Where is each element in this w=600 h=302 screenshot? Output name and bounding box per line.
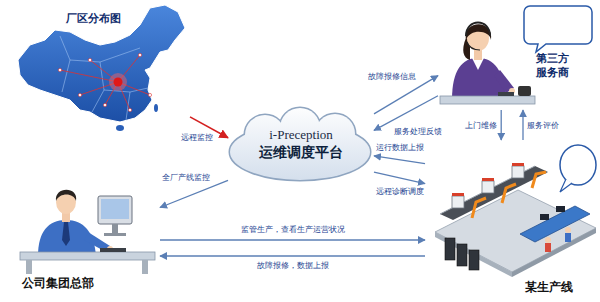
console-screen (540, 214, 549, 220)
hub-glow (109, 73, 127, 91)
connector-arrow (374, 76, 438, 114)
manager-hair (56, 190, 76, 201)
edge-label: 全厂产线监控 (161, 173, 211, 182)
connector-arrow (160, 180, 228, 207)
manager-head (56, 190, 76, 214)
headset (466, 23, 490, 37)
map-region: 厂区分布图 (8, 4, 190, 134)
machine (482, 181, 494, 193)
operator-figure (545, 237, 551, 243)
production-line-node: 某生产线 (425, 140, 597, 298)
machine-top (482, 178, 494, 181)
edge-label: 远程诊断调度 (375, 187, 425, 196)
province-line (60, 36, 70, 92)
desk (20, 252, 155, 260)
site-dot (128, 108, 131, 111)
control-console (520, 206, 590, 242)
site-dot (103, 103, 106, 106)
monitor-stand (112, 224, 118, 234)
edge-label: 服务评价 (526, 121, 560, 130)
conveyor (440, 166, 548, 220)
node-label: i-Preception (269, 127, 333, 143)
keyboard (100, 248, 126, 252)
monitor-screen (101, 199, 129, 219)
conveyor-edge (440, 166, 535, 214)
robot-arm (532, 172, 546, 188)
manager-tie (62, 222, 70, 246)
robot-arm (502, 184, 516, 203)
island (154, 104, 158, 112)
edge-label: 上门维修 (464, 121, 498, 130)
connector-arrow (160, 239, 425, 240)
connector-arrow (501, 110, 502, 140)
connector-arrow (374, 96, 438, 131)
machine (452, 196, 464, 208)
desk-leg (26, 260, 32, 274)
node-label: 某生产线 (525, 280, 573, 295)
console-screen (556, 206, 565, 212)
machine-top (452, 193, 464, 196)
cloud-shape (230, 108, 370, 180)
telephone (518, 86, 531, 96)
machine (512, 166, 524, 178)
monitor-base (104, 233, 126, 236)
site-dot (88, 58, 91, 61)
province-line (70, 48, 140, 62)
headset-mic (467, 42, 480, 50)
monitor (98, 196, 132, 224)
connector-arrow (522, 110, 523, 140)
connector-arrow (374, 172, 425, 184)
service-operator (440, 6, 592, 104)
desk-leg (142, 260, 148, 274)
site-dot (58, 68, 61, 71)
operator-figure (565, 227, 571, 233)
node-label: 公司集团总部 (22, 276, 94, 291)
server-rack (469, 250, 479, 270)
edge-label: 监管生产，查看生产运营状况 (240, 225, 346, 234)
edge-label: 故障报修信息 (367, 72, 417, 81)
province-line (92, 90, 104, 112)
production-line (435, 145, 596, 277)
site-dots (58, 53, 151, 111)
bubble-tail (560, 179, 572, 192)
island (116, 125, 124, 131)
headquarters: 公司集团总部 (8, 186, 160, 298)
keyboard (498, 92, 514, 96)
platform-top (435, 190, 596, 272)
machine-top (512, 163, 524, 166)
server-rack (457, 244, 467, 266)
province-line (100, 62, 148, 92)
node-label: 厂区分布图 (66, 12, 121, 26)
operator-figure (565, 233, 571, 242)
edge-label: 远程监控 (180, 133, 214, 142)
site-dot (78, 93, 81, 96)
edge-label: 运行数据上报 (375, 143, 425, 152)
speech-bubble (524, 6, 592, 52)
operator-figure (545, 243, 551, 252)
china-map (18, 5, 185, 131)
server-rack (445, 238, 455, 260)
node-label: 第三方服务商 (536, 52, 570, 81)
robot-arm (472, 198, 486, 218)
desk (440, 96, 535, 104)
site-dot (148, 93, 151, 96)
operator-arm (494, 70, 514, 93)
service-provider: 第三方服务商 (438, 2, 596, 110)
cloud-platform: i-Preception运维调度平台 (228, 108, 374, 184)
connector-arrow (374, 156, 425, 164)
platform-side (435, 232, 512, 277)
headquarters-staff (20, 190, 155, 274)
edge-label: 故障报修，数据上报 (256, 261, 330, 270)
node-label: 运维调度平台 (259, 144, 343, 162)
site-links (60, 55, 150, 110)
connector-arrow (160, 255, 425, 256)
map-outline (18, 5, 185, 122)
hub-dot (114, 78, 123, 87)
edge-label: 服务处理反馈 (393, 127, 443, 136)
site-dot (138, 53, 141, 56)
